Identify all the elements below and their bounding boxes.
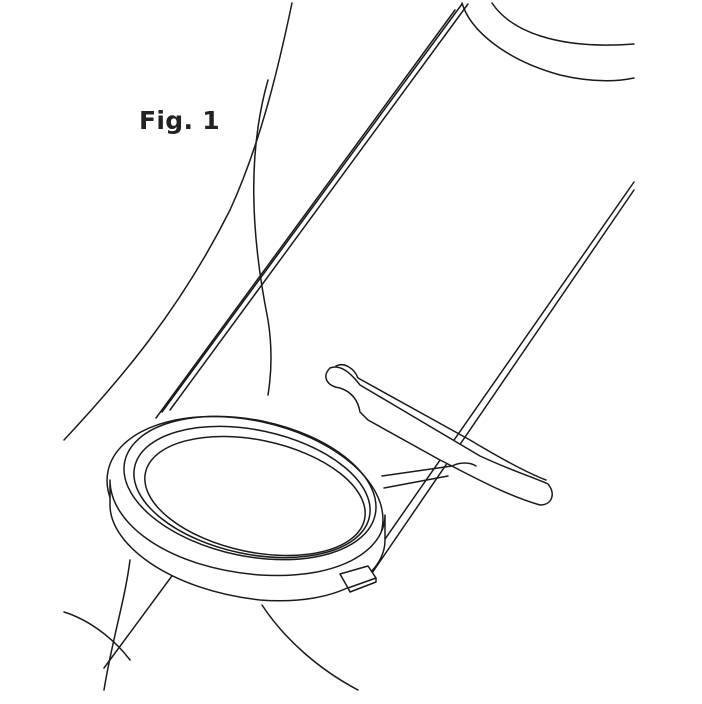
lower-frame-right: [261, 604, 359, 691]
tube-curve-bottom: [461, 2, 635, 82]
lower-frame-curve: [63, 611, 131, 661]
fork-outline-inner: [253, 79, 272, 396]
mount-ring-inner-1: [123, 415, 377, 561]
bracket-stem: [381, 462, 477, 477]
tube-curve-top: [491, 2, 635, 46]
mount-ring-inner-2: [133, 425, 371, 559]
figure-label: Fig. 1: [139, 106, 220, 135]
cable-3: [155, 9, 456, 419]
sensor-wire-b: [369, 189, 635, 577]
wire-connector-side: [347, 577, 377, 593]
sensor-wire-a: [361, 181, 635, 573]
lower-frame-diagonal: [103, 564, 181, 669]
bracket-arm: [325, 366, 553, 506]
cable-1: [169, 3, 469, 411]
cable-2: [161, 3, 463, 413]
bracket-stem-lower: [383, 475, 449, 489]
lower-frame-left: [103, 559, 131, 691]
mount-ring-inner-3: [144, 435, 366, 557]
mount-ring-band: [109, 479, 386, 602]
bracket-arm-edge: [335, 364, 547, 481]
fork-outline-left: [63, 2, 293, 441]
